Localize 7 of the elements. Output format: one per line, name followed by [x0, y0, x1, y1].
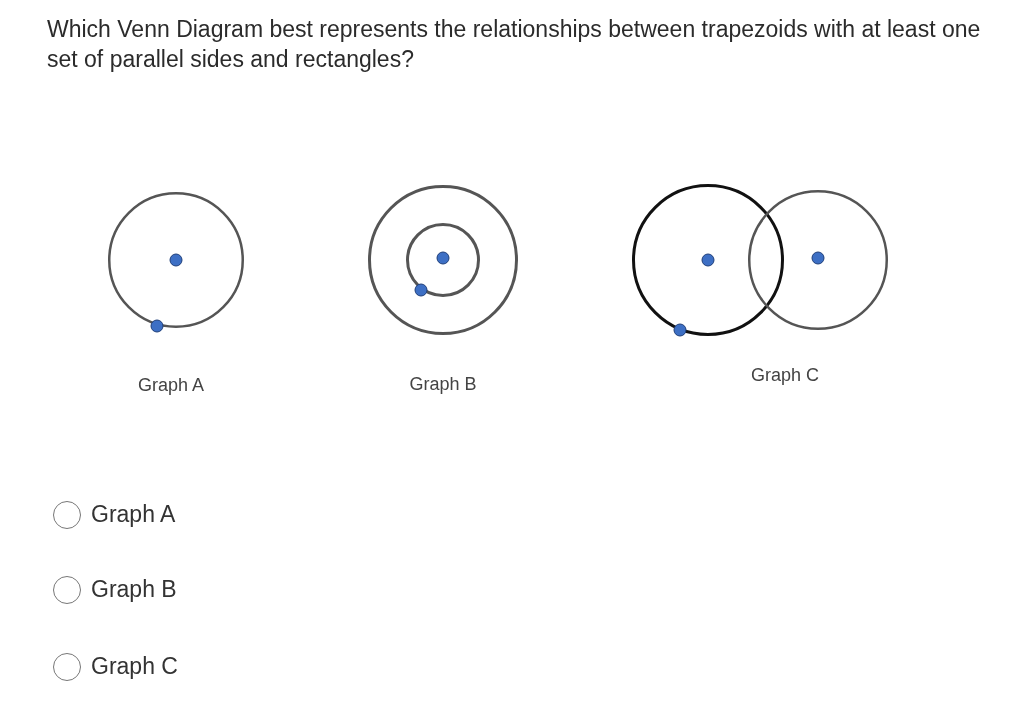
option-text: Graph B [91, 576, 177, 603]
option-text: Graph C [91, 653, 178, 680]
question-text: Which Venn Diagram best represents the relationships between trapezoids with at least one set of parallel sides and rectangles? [47, 15, 982, 74]
option-text: Graph A [91, 501, 176, 528]
graph-caption: Graph A [138, 374, 204, 396]
graph-caption: Graph C [751, 364, 819, 386]
graph-caption: Graph B [409, 373, 477, 395]
